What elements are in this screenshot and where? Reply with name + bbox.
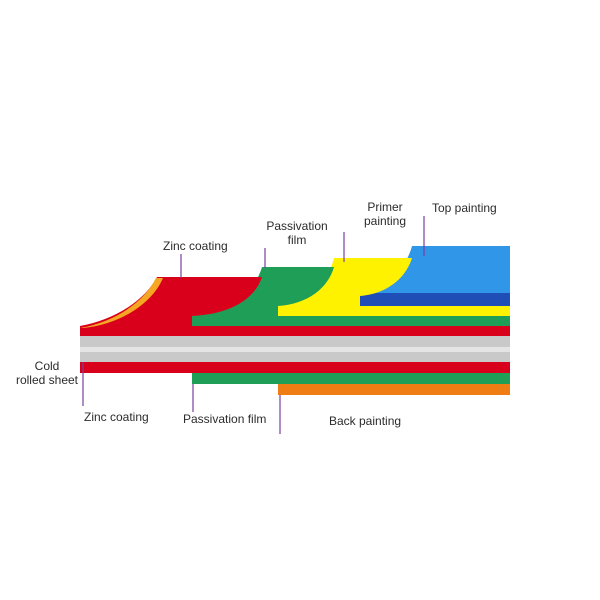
label-passivation-film-top-line1: Passivation — [266, 219, 328, 233]
zinc-coating-layer-top — [80, 277, 510, 336]
label-primer-painting-line2: painting — [363, 214, 407, 228]
cold-rolled-sheet-highlight — [80, 347, 510, 352]
label-zinc-coating-bottom: Zinc coating — [84, 410, 149, 424]
label-passivation-film-top: Passivation film — [257, 219, 337, 247]
primer-painting-layer — [278, 258, 510, 316]
back-painting-layer — [278, 384, 510, 395]
top-painting-layer — [360, 246, 510, 306]
label-cold-rolled-sheet-line2: rolled sheet — [15, 373, 79, 387]
passivation-film-layer-top — [192, 267, 510, 326]
label-back-painting: Back painting — [329, 414, 402, 428]
label-primer-painting-line1: Primer — [367, 200, 403, 214]
label-top-painting: Top painting — [432, 201, 497, 215]
passivation-film-layer-bottom — [192, 373, 510, 384]
label-passivation-film-top-line2: film — [287, 233, 307, 247]
top-painting-dark-band — [360, 293, 510, 306]
label-primer-painting: Primer painting — [351, 200, 419, 228]
zinc-coating-edge — [80, 278, 163, 328]
label-passivation-film-bottom: Passivation film — [183, 412, 267, 426]
label-cold-rolled-sheet: Cold rolled sheet — [10, 359, 84, 387]
label-zinc-coating-top: Zinc coating — [163, 239, 228, 253]
zinc-coating-layer-bottom — [80, 362, 510, 373]
label-cold-rolled-sheet-line1: Cold — [34, 359, 60, 373]
